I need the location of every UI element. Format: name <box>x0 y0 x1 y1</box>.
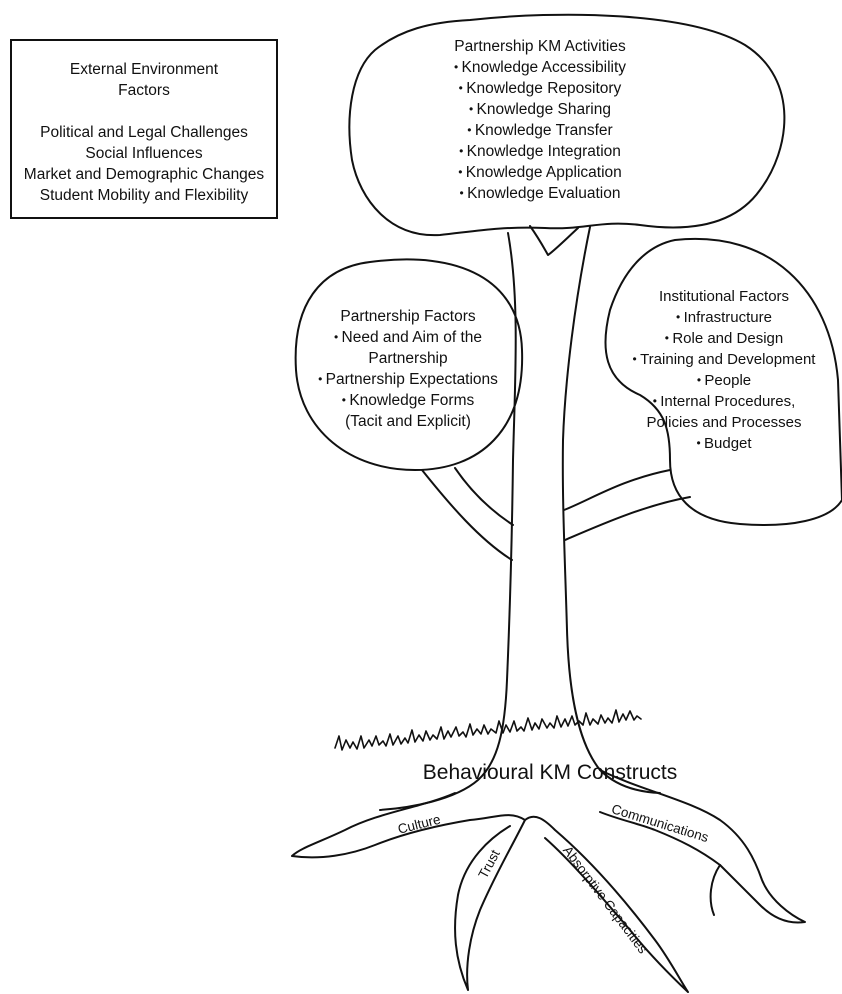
institutional-factor-item: Budget <box>614 433 834 454</box>
external-item: Student Mobility and Flexibility <box>39 187 249 204</box>
institutional-factor-item: Policies and Processes <box>646 414 802 431</box>
root-absorptive <box>524 815 689 993</box>
institutional-factor-item: Internal Procedures, <box>614 391 834 412</box>
partnership-factor-item: (Tacit and Explicit) <box>345 413 471 430</box>
km-activity-item: Knowledge Integration <box>405 141 675 162</box>
partnership-factor-item: Need and Aim of the <box>298 327 518 348</box>
branch-right <box>563 469 691 541</box>
grass <box>334 709 642 751</box>
km-activity-item: Knowledge Repository <box>405 78 675 99</box>
institutional-factor-item: Training and Development <box>614 349 834 370</box>
external-item: Political and Legal Challenges <box>40 124 248 141</box>
km-activity-item: Knowledge Accessibility <box>405 57 675 78</box>
external-title-line2: Factors <box>118 82 170 99</box>
km-activities-bubble <box>348 13 786 237</box>
institutional-factor-item: Infrastructure <box>614 307 834 328</box>
external-item: Social Influences <box>85 145 203 162</box>
km-activities-text: Partnership KM Activities Knowledge Acce… <box>405 36 675 204</box>
km-activity-item: Knowledge Application <box>405 162 675 183</box>
root-culture <box>291 792 471 859</box>
partnership-factor-item: Knowledge Forms <box>298 390 518 411</box>
branch-left <box>421 467 514 561</box>
external-item: Market and Demographic Changes <box>23 166 265 183</box>
partnership-factor-item: Partnership <box>368 350 448 367</box>
root-trust <box>454 814 526 991</box>
km-activity-item: Knowledge Sharing <box>405 99 675 120</box>
institutional-factors-text: Institutional Factors Infrastructure Rol… <box>614 286 834 454</box>
external-title-line1: External Environment <box>69 61 219 78</box>
partnership-factor-item: Partnership Expectations <box>298 369 518 390</box>
institutional-factors-title: Institutional Factors <box>658 288 790 305</box>
institutional-factor-item: People <box>614 370 834 391</box>
root-communications <box>599 769 806 924</box>
km-activity-item: Knowledge Evaluation <box>405 183 675 204</box>
km-activity-item: Knowledge Transfer <box>405 120 675 141</box>
behavioural-title: Behavioural KM Constructs <box>422 761 678 784</box>
partnership-factors-title: Partnership Factors <box>340 308 476 325</box>
trunk-left <box>379 232 517 811</box>
trunk-notch <box>529 225 579 256</box>
km-activities-title: Partnership KM Activities <box>454 38 626 55</box>
external-environment-box: External Environment Factors Political a… <box>10 39 278 219</box>
institutional-factor-item: Role and Design <box>614 328 834 349</box>
root-communications-fork <box>709 864 721 916</box>
partnership-factors-text: Partnership Factors Need and Aim of the … <box>298 306 518 432</box>
